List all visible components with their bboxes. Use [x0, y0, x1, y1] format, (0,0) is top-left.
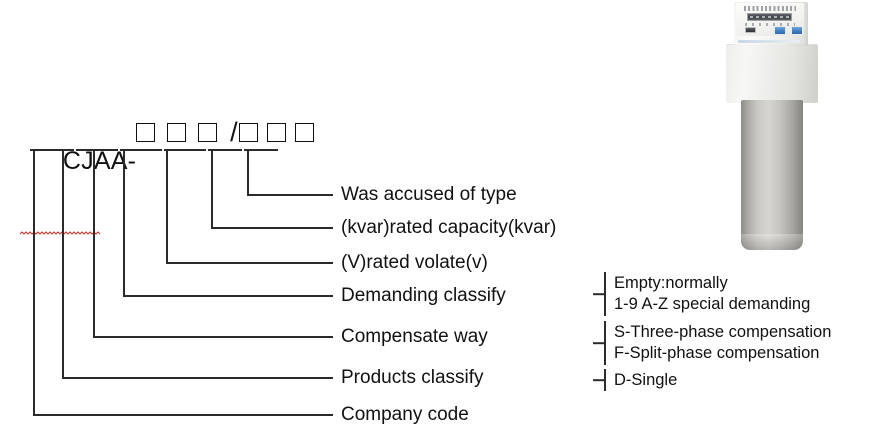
annotation-group-demanding: Empty:normally 1-9 A-Z special demanding	[592, 272, 810, 316]
product-indicator-row	[745, 23, 795, 26]
product-control-panel	[736, 3, 804, 36]
code-box-3[interactable]	[198, 123, 218, 142]
bracket-icon	[592, 321, 606, 365]
annotation-lines: S-Three-phase compensation F-Split-phase…	[606, 322, 831, 364]
annotation-lines: Empty:normally 1-9 A-Z special demanding	[606, 273, 810, 315]
bracket-tick	[593, 293, 606, 295]
label-products-classify: Products classify	[341, 367, 484, 388]
annotation-lines: D-Single	[606, 370, 677, 391]
model-code-separator: /	[230, 117, 238, 147]
model-code-prefix-text: CJAA-	[62, 147, 137, 175]
product-collar	[726, 44, 818, 103]
annotation-line: S-Three-phase compensation	[614, 323, 832, 341]
code-box-4[interactable]	[238, 123, 258, 142]
bracket-tick	[593, 379, 606, 381]
spellcheck-underline-icon	[20, 231, 100, 235]
bracket-tick	[593, 342, 606, 344]
product-brand-text	[744, 6, 796, 11]
product-lcd-display	[747, 13, 792, 21]
code-box-5[interactable]	[266, 123, 286, 142]
label-company-code: Company code	[341, 404, 469, 425]
model-code-prefix: CJAA-	[20, 118, 137, 235]
code-box-1[interactable]	[136, 123, 156, 142]
annotation-line: 1-9 A-Z special demanding	[614, 295, 811, 313]
product-photo	[718, 0, 828, 252]
annotation-group-products: D-Single	[592, 369, 677, 391]
annotation-line: F-Split-phase compensation	[614, 344, 820, 362]
product-button-2	[791, 26, 803, 35]
code-box-6[interactable]	[294, 123, 314, 142]
label-rated-volate: (V)rated volate(v)	[341, 252, 488, 273]
annotation-line: Empty:normally	[614, 274, 728, 292]
annotation-line: D-Single	[614, 370, 678, 389]
bracket-icon	[592, 272, 606, 316]
product-button-1	[774, 26, 786, 35]
annotation-group-compensate: S-Three-phase compensation F-Split-phase…	[592, 321, 831, 365]
bracket-icon	[592, 369, 606, 391]
code-box-2[interactable]	[167, 123, 187, 142]
product-metal-body	[741, 100, 803, 250]
label-demanding-classify: Demanding classify	[341, 285, 506, 306]
label-was-accused-of-type: Was accused of type	[341, 184, 517, 205]
label-rated-capacity: (kvar)rated capacity(kvar)	[341, 217, 557, 238]
model-code-row: CJAA- /	[20, 117, 314, 235]
label-compensate-way: Compensate way	[341, 326, 488, 347]
product-dial	[745, 27, 756, 33]
product-panel-stripe	[738, 40, 800, 43]
